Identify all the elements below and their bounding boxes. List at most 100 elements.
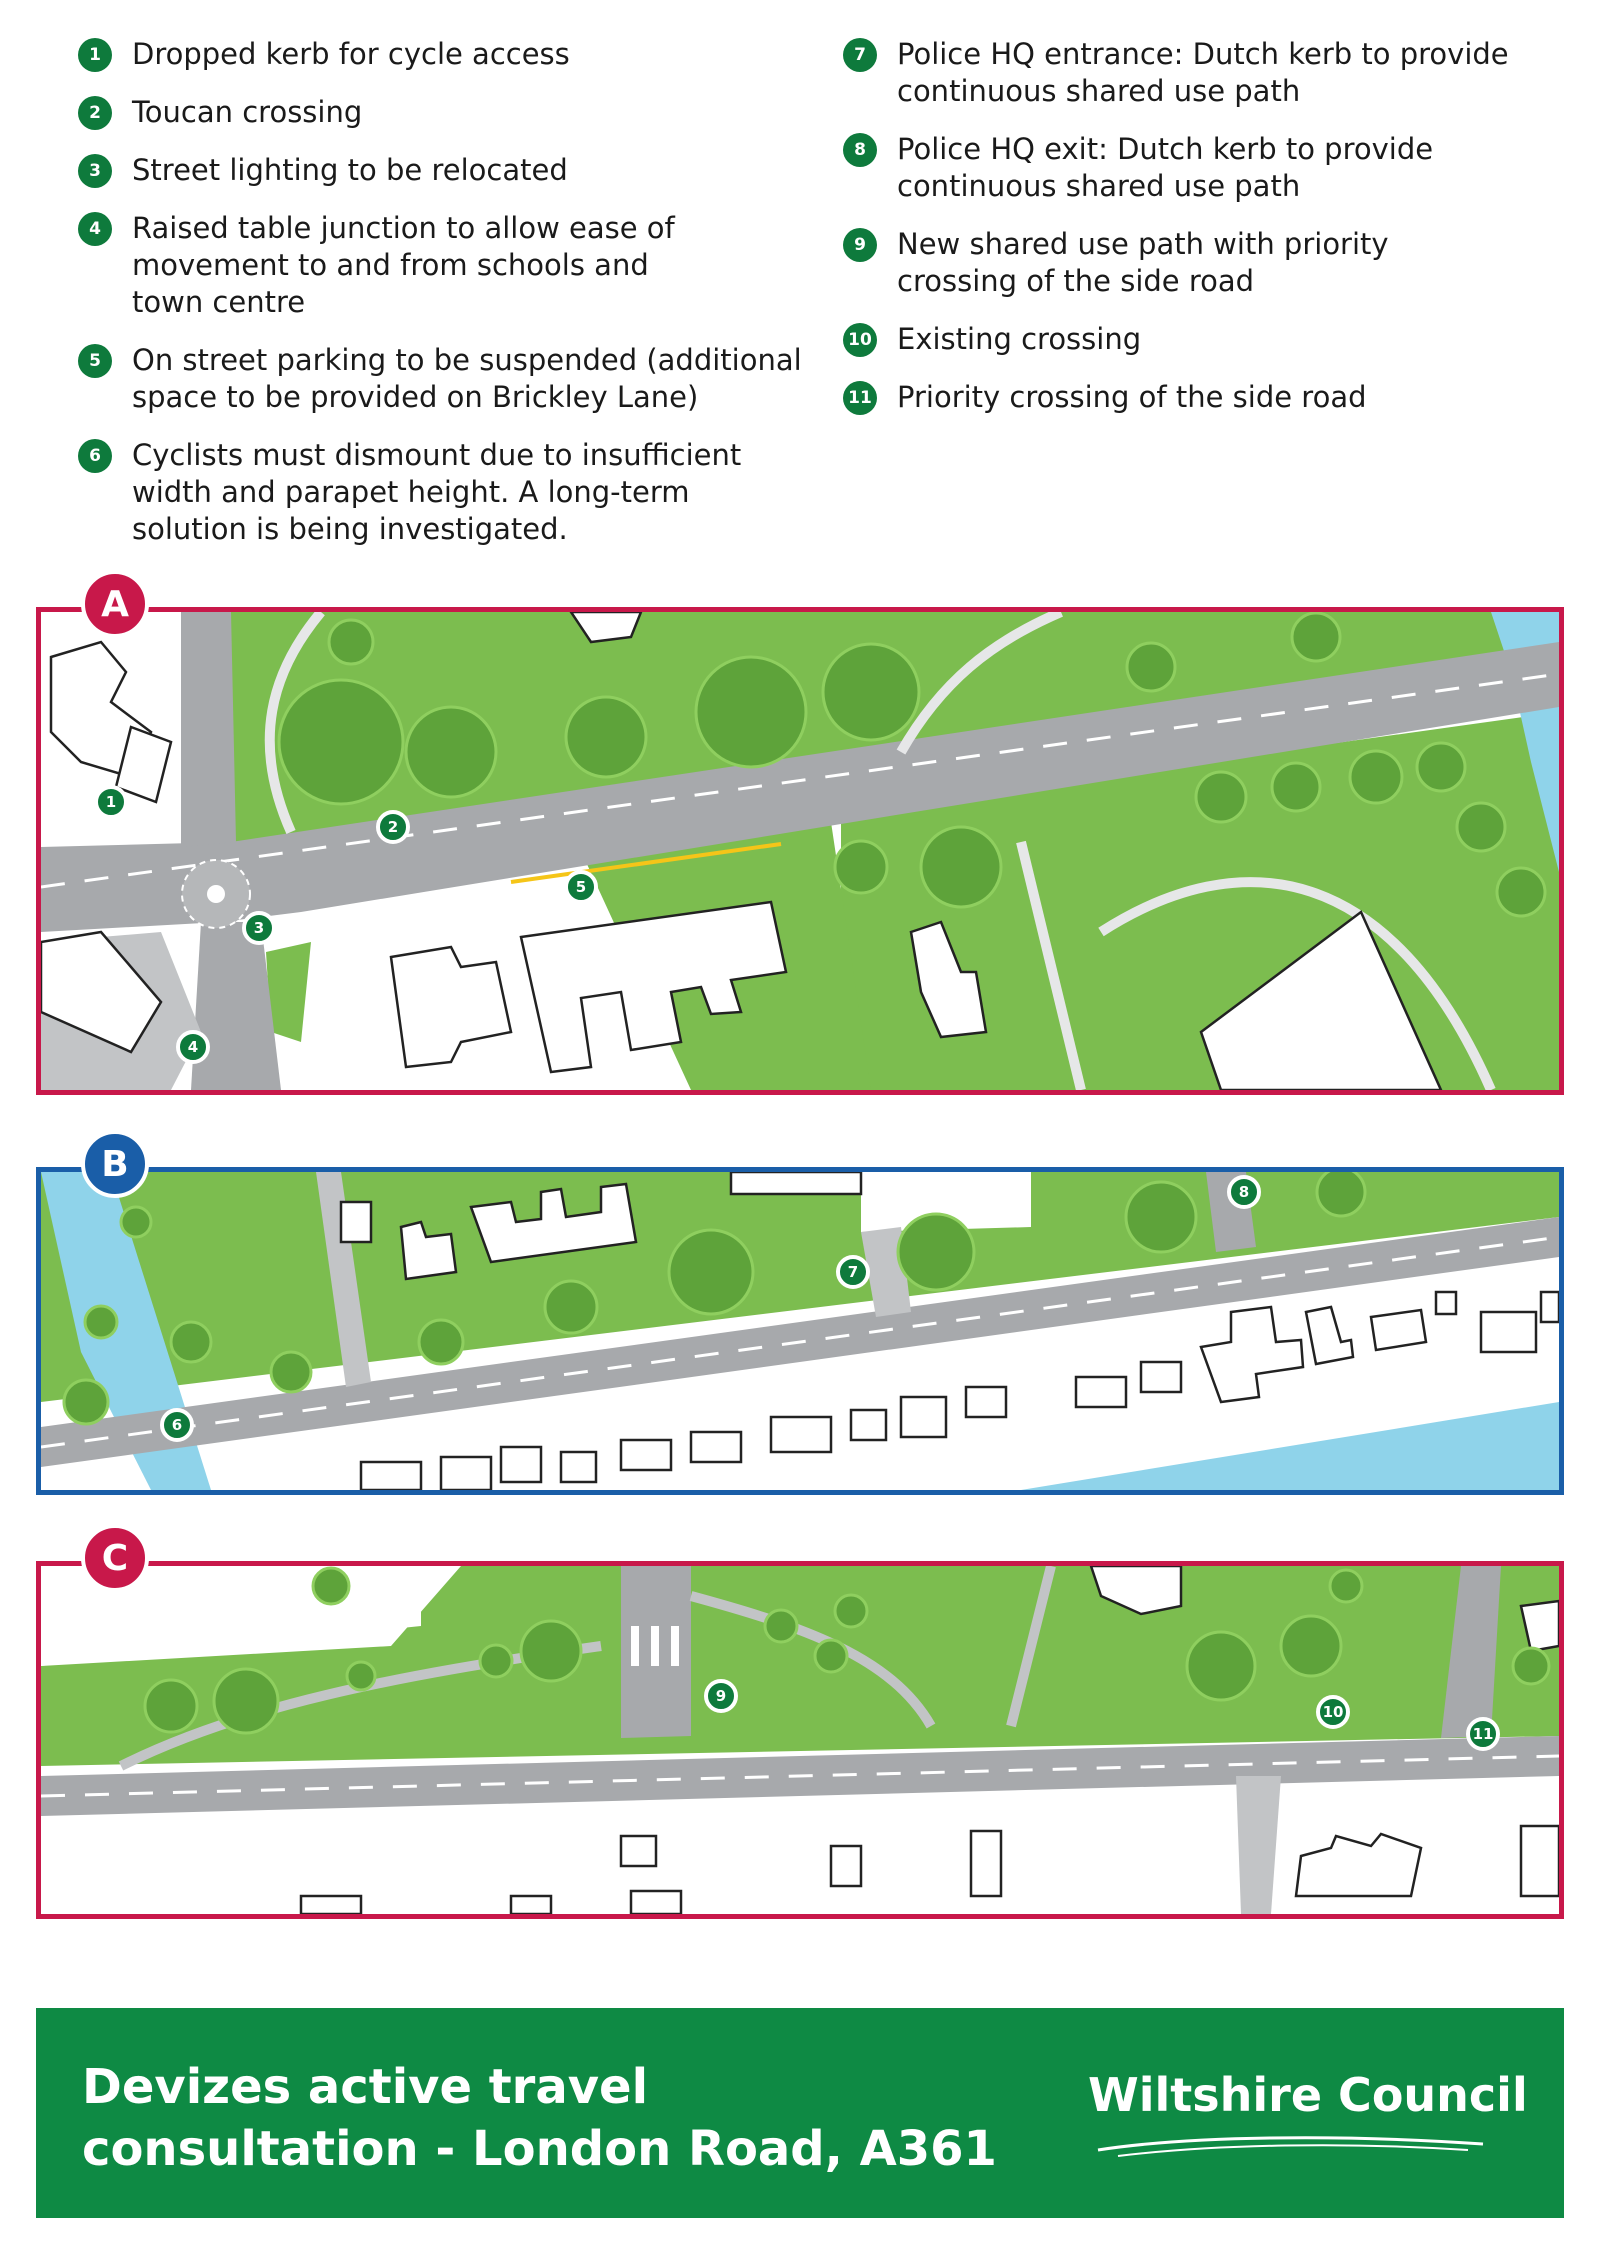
logo-swoosh-icon xyxy=(1097,2136,1484,2157)
legend-number-badge: 2 xyxy=(78,96,112,130)
legend-item: 7 Police HQ entrance: Dutch kerb to prov… xyxy=(843,36,1558,110)
legend-text: On street parking to be suspended (addit… xyxy=(132,343,802,414)
legend-number-badge: 5 xyxy=(78,344,112,378)
building-plot xyxy=(861,1172,1031,1232)
water-river xyxy=(1021,1402,1559,1490)
legend-column-left: 1 Dropped kerb for cycle access 2 Toucan… xyxy=(78,36,818,569)
legend-number-badge: 3 xyxy=(78,154,112,188)
legend-number-badge: 1 xyxy=(78,38,112,72)
trees xyxy=(277,612,1547,918)
marker-5-label: 5 xyxy=(576,878,586,896)
legend-number-badge: 6 xyxy=(78,439,112,473)
footpath xyxy=(1098,877,1496,1090)
map-panel-c-canvas: 9 10 11 xyxy=(41,1566,1559,1914)
marker-4-label: 4 xyxy=(188,1038,198,1056)
legend-item: 11 Priority crossing of the side road xyxy=(843,379,1558,416)
legend-item: 8 Police HQ exit: Dutch kerb to provide … xyxy=(843,131,1558,205)
map-panel-c[interactable]: 9 10 11 xyxy=(36,1561,1564,1919)
side-road xyxy=(316,1172,371,1387)
legend-number-badge: 9 xyxy=(843,228,877,262)
legend-number-badge: 8 xyxy=(843,133,877,167)
legend-item: 3 Street lighting to be relocated xyxy=(78,152,818,189)
legend-item: 1 Dropped kerb for cycle access xyxy=(78,36,818,73)
marker-3-label: 3 xyxy=(254,919,264,937)
houses-row xyxy=(359,1290,1559,1490)
marker-6-label: 6 xyxy=(172,1416,182,1434)
marker-11-label: 11 xyxy=(1473,1725,1494,1743)
map-panel-a-canvas: 1 2 3 4 5 xyxy=(41,612,1559,1090)
footer-banner: Devizes active travel consultation - Lon… xyxy=(36,2008,1564,2218)
consultation-title: Devizes active travel consultation - Lon… xyxy=(82,2059,997,2177)
marker-11[interactable]: 11 xyxy=(1466,1717,1500,1751)
marker-7[interactable]: 7 xyxy=(836,1255,870,1289)
buildings xyxy=(41,612,1443,1090)
road-centre-line xyxy=(41,672,1559,889)
logo-wordmark: Wiltshire Council xyxy=(1088,2068,1528,2122)
legend-item: 2 Toucan crossing xyxy=(78,94,818,131)
map-panel-b[interactable]: 6 7 8 xyxy=(36,1167,1564,1495)
buildings xyxy=(339,1172,1559,1490)
legend-item: 9 New shared use path with priority cros… xyxy=(843,226,1558,300)
trees xyxy=(143,1566,1551,1735)
main-road xyxy=(41,642,1559,932)
buildings xyxy=(299,1566,1559,1914)
legend-item: 4 Raised table junction to allow ease of… xyxy=(78,210,818,321)
legend-number-badge: 10 xyxy=(843,323,877,357)
footpath xyxy=(1016,840,1086,1090)
legend-item: 6 Cyclists must dismount due to insuffic… xyxy=(78,437,818,548)
map-panel-b-canvas: 6 7 8 xyxy=(41,1172,1559,1490)
marker-1-label: 1 xyxy=(106,793,116,811)
legend-text: Dropped kerb for cycle access xyxy=(132,37,570,71)
marker-3[interactable]: 3 xyxy=(242,911,276,945)
legend-text: Police HQ entrance: Dutch kerb to provid… xyxy=(897,37,1509,108)
marker-1[interactable]: 1 xyxy=(94,785,128,819)
legend-item: 5 On street parking to be suspended (add… xyxy=(78,342,818,416)
marker-2-label: 2 xyxy=(388,818,398,836)
legend-text: Street lighting to be relocated xyxy=(132,153,568,187)
legend-text: Existing crossing xyxy=(897,322,1142,356)
marker-6[interactable]: 6 xyxy=(160,1408,194,1442)
legend-text: Priority crossing of the side road xyxy=(897,380,1367,414)
side-road xyxy=(191,922,281,1090)
legend-item: 10 Existing crossing xyxy=(843,321,1558,358)
marker-10-label: 10 xyxy=(1323,1703,1344,1721)
trees xyxy=(62,1172,1367,1426)
marker-10[interactable]: 10 xyxy=(1316,1695,1350,1729)
legend-text: Police HQ exit: Dutch kerb to provide co… xyxy=(897,132,1434,203)
marker-2[interactable]: 2 xyxy=(376,810,410,844)
map-panel-a[interactable]: 1 2 3 4 5 xyxy=(36,607,1564,1095)
panel-a-badge: A xyxy=(81,570,149,638)
road-centre-line xyxy=(41,1235,1559,1449)
side-road xyxy=(181,612,236,847)
wiltshire-council-logo: Wiltshire Council xyxy=(1088,2068,1528,2168)
marker-8-label: 8 xyxy=(1239,1183,1249,1201)
footpath xyxy=(1006,1566,1056,1728)
grass-area xyxy=(266,942,311,1042)
footpath xyxy=(896,612,1063,755)
road-centre-line xyxy=(41,1754,1559,1798)
marker-5[interactable]: 5 xyxy=(564,870,598,904)
panel-b-badge: B xyxy=(81,1130,149,1198)
side-road xyxy=(1441,1566,1501,1738)
panel-c-badge: C xyxy=(81,1524,149,1592)
footpath xyxy=(118,1641,602,1771)
parking-bay-line xyxy=(510,842,782,884)
legend-text: New shared use path with priority crossi… xyxy=(897,227,1389,298)
legend-text: Cyclists must dismount due to insufficie… xyxy=(132,438,742,546)
roundabout-island xyxy=(207,885,225,903)
legend-number-badge: 7 xyxy=(843,38,877,72)
side-road xyxy=(1236,1776,1281,1914)
marker-4[interactable]: 4 xyxy=(176,1030,210,1064)
legend: 1 Dropped kerb for cycle access 2 Toucan… xyxy=(78,36,1558,556)
footpath xyxy=(264,612,325,835)
marker-9-label: 9 xyxy=(716,1687,726,1705)
marker-9[interactable]: 9 xyxy=(704,1679,738,1713)
legend-text: Raised table junction to allow ease of m… xyxy=(132,211,675,319)
crossing-markings xyxy=(631,1626,679,1666)
marker-7-label: 7 xyxy=(848,1263,858,1281)
legend-text: Toucan crossing xyxy=(132,95,363,129)
marker-8[interactable]: 8 xyxy=(1227,1175,1261,1209)
legend-number-badge: 11 xyxy=(843,381,877,415)
legend-column-right: 7 Police HQ entrance: Dutch kerb to prov… xyxy=(843,36,1558,437)
legend-number-badge: 4 xyxy=(78,212,112,246)
